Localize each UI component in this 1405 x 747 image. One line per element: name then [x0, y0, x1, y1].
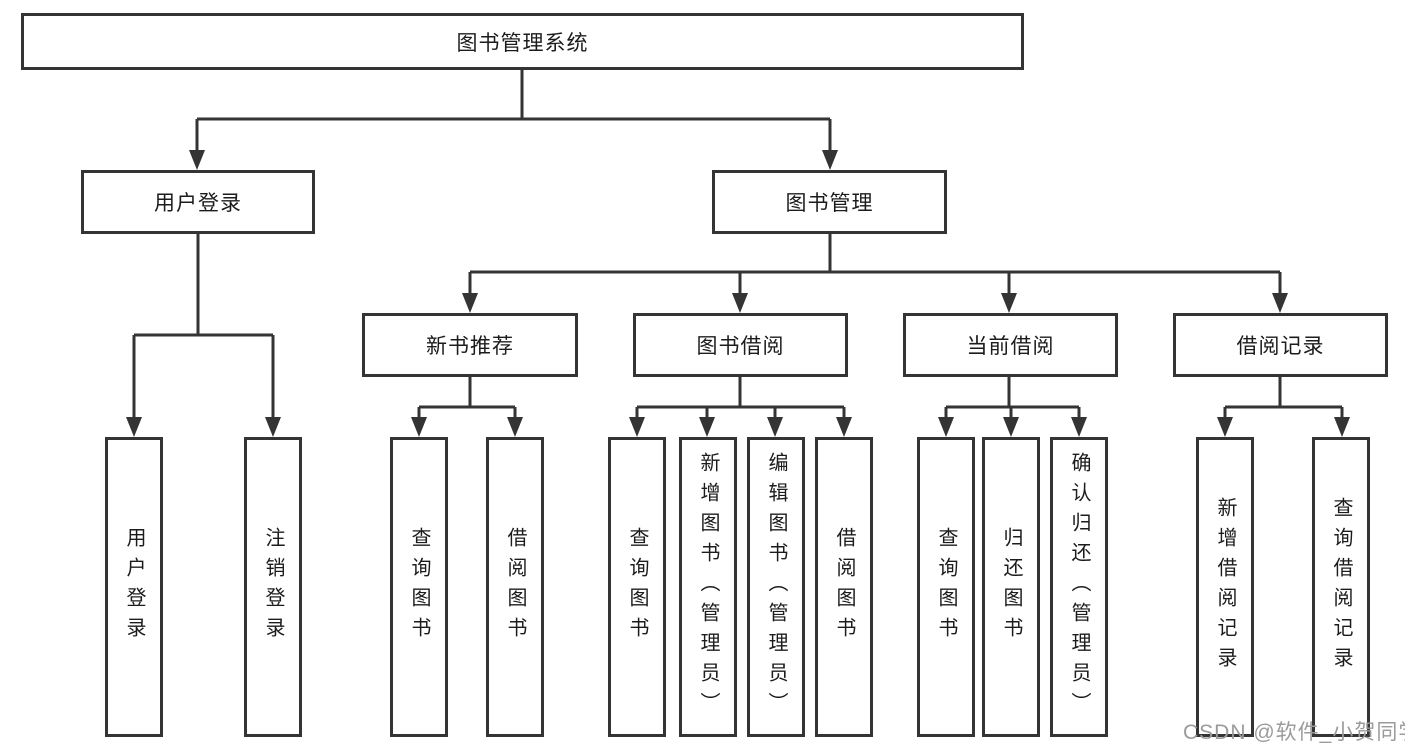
leaf-borrowing-add-books-admin: 新增图书（管理员） [679, 437, 737, 737]
node-root: 图书管理系统 [21, 13, 1024, 70]
leaf-logout: 注销登录 [244, 437, 302, 737]
node-book-borrowing: 图书借阅 [633, 313, 848, 377]
leaf-borrowing-edit-books-admin: 编辑图书（管理员） [747, 437, 805, 737]
leaf-current-return-books: 归还图书 [982, 437, 1040, 737]
leaf-records-add-record: 新增借阅记录 [1196, 437, 1254, 737]
node-new-book-recommend: 新书推荐 [362, 313, 578, 377]
leaf-current-confirm-return-admin: 确认归还（管理员） [1050, 437, 1108, 737]
node-user-login: 用户登录 [81, 170, 315, 234]
leaf-current-query-books: 查询图书 [917, 437, 975, 737]
node-book-management: 图书管理 [712, 170, 947, 234]
leaf-records-query-record: 查询借阅记录 [1312, 437, 1370, 737]
leaf-user-login: 用户登录 [105, 437, 163, 737]
node-borrowing-records: 借阅记录 [1173, 313, 1388, 377]
leaf-borrowing-query-books: 查询图书 [608, 437, 666, 737]
leaf-recommend-borrow-books: 借阅图书 [486, 437, 544, 737]
leaf-borrowing-borrow-books: 借阅图书 [815, 437, 873, 737]
leaf-recommend-query-books: 查询图书 [390, 437, 448, 737]
csdn-watermark: CSDN @软件_小贺同学 [1183, 721, 1405, 744]
node-current-borrowing: 当前借阅 [903, 313, 1118, 377]
